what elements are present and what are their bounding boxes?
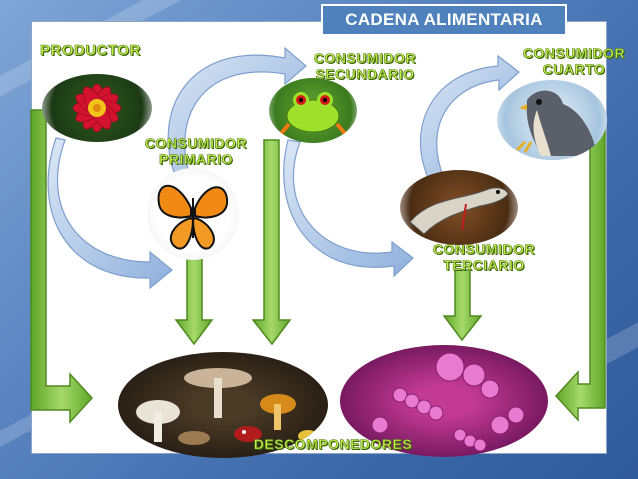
label-productor: PRODUCTOR [40,42,141,59]
mushrooms-icon [136,368,318,445]
falcon-icon [515,90,597,156]
bacteria-photo [340,345,548,457]
curved-arrow-productor-to-primario [47,137,173,290]
bacteria-icon [371,352,525,452]
arrow-secundario-to-descomponedores [251,139,292,346]
snake-photo [400,170,518,245]
curved-arrow-secundario-to-terciario [283,139,414,278]
arrow-primario-to-descomponedores [174,257,214,346]
label-descomponedores: DESCOMPONEDORES [253,436,413,453]
curved-arrow-terciario-to-cuarto [420,54,520,183]
arrow-productor-to-descomponedores [30,109,94,424]
frog-icon [277,92,349,138]
butterfly-icon [157,184,229,250]
snake-icon [409,187,509,235]
butterfly-photo [147,168,239,260]
mushrooms-photo [118,352,328,458]
diagram-title: CADENA ALIMENTARIA [321,4,567,36]
arrow-terciario-to-descomponedores [442,269,483,342]
flower-icon [72,83,122,133]
flower-photo [42,74,152,142]
arrow-cuarto-to-descomponedores [554,117,606,422]
curved-arrow-primario-to-secundario [167,46,307,179]
falcon-photo [497,80,607,160]
frog-photo [269,78,357,143]
